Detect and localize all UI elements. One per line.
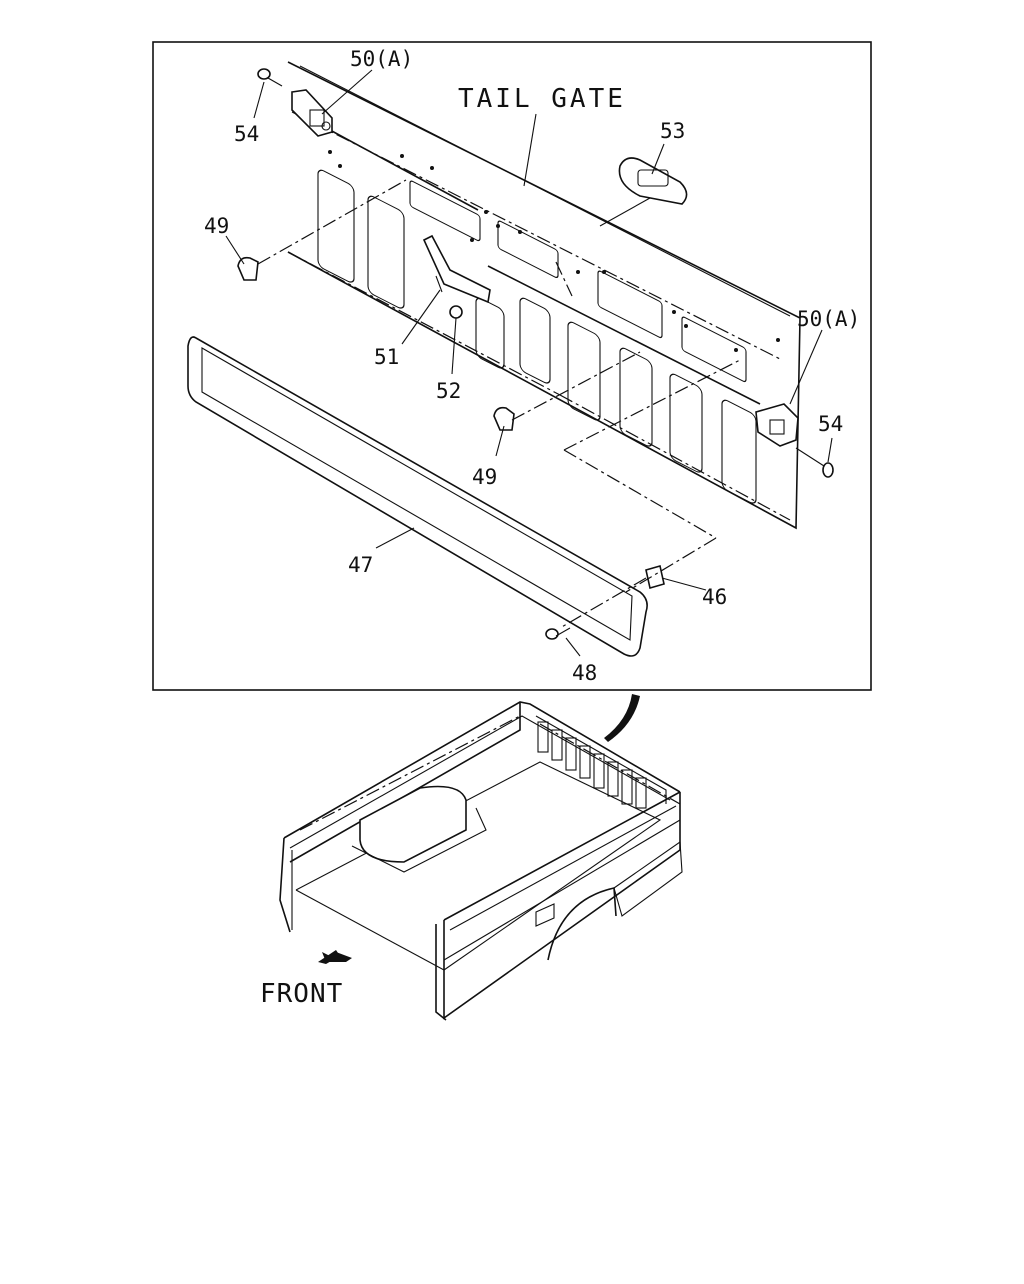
callout-49-left: 49 bbox=[204, 214, 229, 238]
handle-part-53 bbox=[599, 157, 688, 227]
callout-49-mid: 49 bbox=[472, 465, 497, 489]
title-tail-gate: TAIL GATE bbox=[458, 84, 626, 114]
tailgate-panel bbox=[287, 61, 801, 530]
latch-rod-right bbox=[487, 265, 761, 405]
seal-strip-part-47 bbox=[187, 336, 648, 657]
lever-part-51 bbox=[422, 234, 491, 304]
callout-54-right: 54 bbox=[818, 412, 843, 436]
nut-part-46 bbox=[645, 564, 665, 590]
truck-bed bbox=[279, 701, 683, 1021]
latch-left-part-50a bbox=[291, 89, 333, 137]
callout-48: 48 bbox=[572, 661, 597, 685]
screw-part-54-top bbox=[257, 68, 283, 87]
callout-54-top: 54 bbox=[234, 122, 259, 146]
leader-lines bbox=[225, 69, 833, 657]
callout-50a-right: 50(A) bbox=[797, 307, 860, 331]
screw-part-54-right bbox=[795, 447, 834, 478]
assembly-guides bbox=[257, 179, 741, 629]
callout-50a-top: 50(A) bbox=[350, 47, 413, 71]
callout-53: 53 bbox=[660, 119, 685, 143]
front-arrow-head-icon bbox=[318, 950, 340, 964]
nut-part-52 bbox=[449, 305, 463, 319]
callout-46: 46 bbox=[702, 585, 727, 609]
callout-47: 47 bbox=[348, 553, 373, 577]
clip-part-49-mid bbox=[493, 406, 515, 431]
callout-52: 52 bbox=[436, 379, 461, 403]
front-label: FRONT bbox=[260, 979, 343, 1009]
pointer-arrow bbox=[604, 694, 640, 742]
latch-right-part-50a bbox=[755, 403, 799, 447]
detail-frame bbox=[152, 41, 872, 691]
callout-51: 51 bbox=[374, 345, 399, 369]
screw-part-48 bbox=[545, 627, 571, 640]
clip-part-49-left bbox=[237, 256, 259, 281]
latch-rod-left bbox=[329, 129, 479, 211]
